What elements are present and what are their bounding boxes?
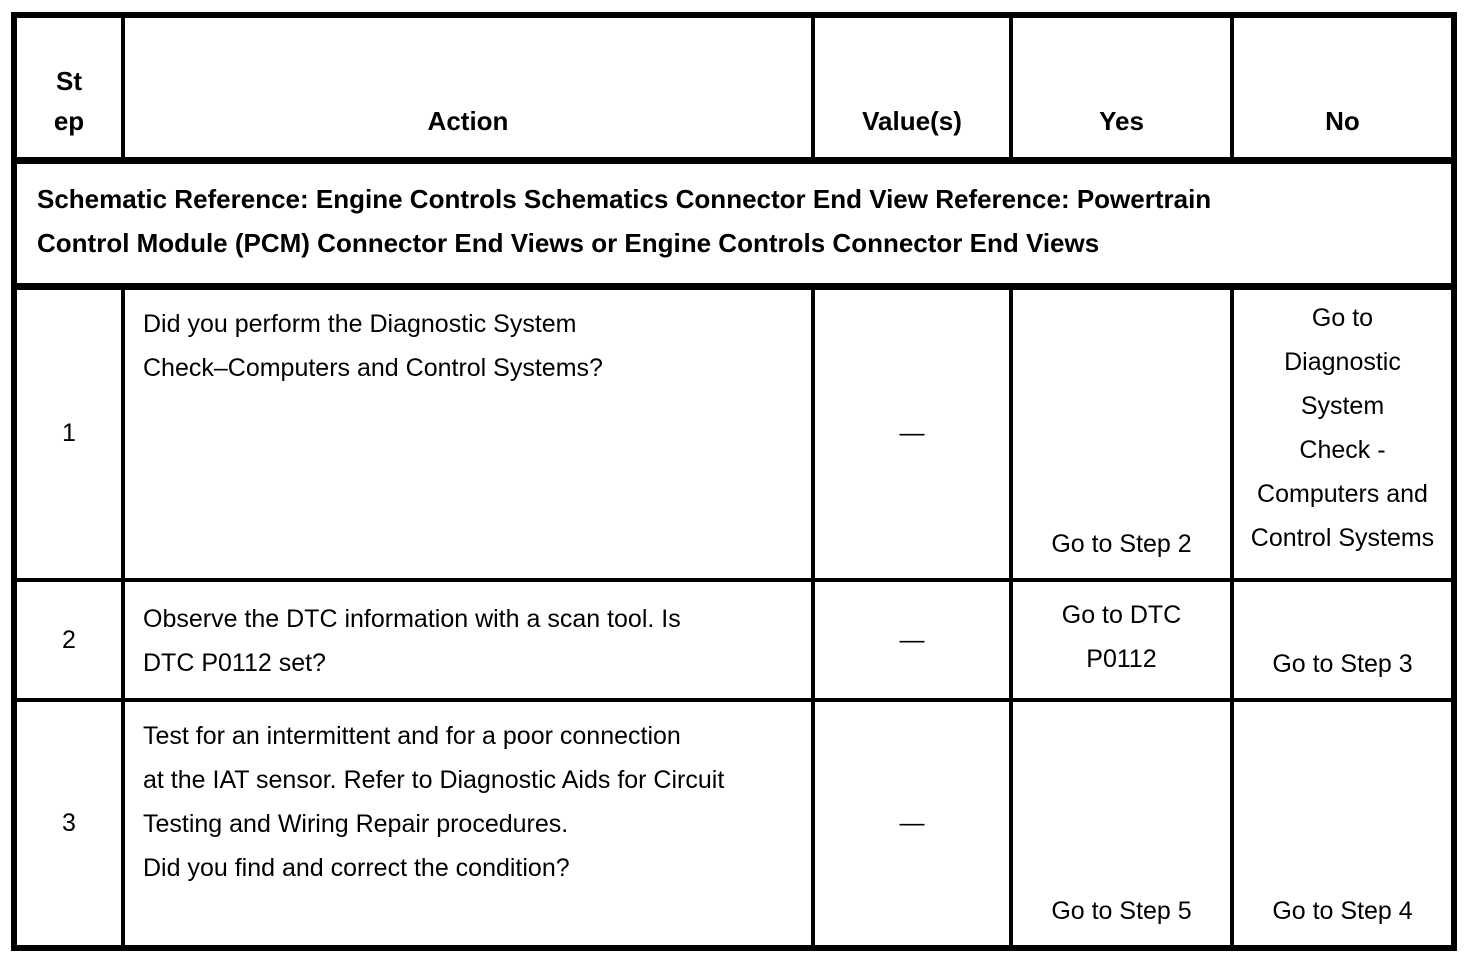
schematic-reference-text: Schematic Reference: Engine Controls Sch…	[12, 158, 1456, 290]
step-3-action: Test for an intermittent and for a poor …	[121, 698, 815, 950]
col-header-yes: Yes	[1009, 13, 1234, 164]
step-3-number: 3	[12, 698, 125, 950]
header-row: St ep Action Value(s) Yes No	[12, 13, 1456, 164]
step-2-action: Observe the DTC information with a scan …	[121, 578, 815, 702]
col-header-step: St ep	[12, 13, 125, 164]
col-header-no: No	[1230, 13, 1456, 164]
step-2-value: —	[811, 578, 1013, 702]
step-1-no-result: Go to Diagnostic System Check - Computer…	[1230, 284, 1456, 582]
step-2-yes-result: Go to DTC P0112	[1009, 578, 1234, 702]
step-3-no-result: Go to Step 4	[1230, 698, 1456, 950]
col-header-action: Action	[121, 13, 815, 164]
schematic-reference-row: Schematic Reference: Engine Controls Sch…	[12, 158, 1456, 290]
step-1-number: 1	[12, 284, 125, 582]
step-3-value: —	[811, 698, 1013, 950]
step-1-action: Did you perform the Diagnostic System Ch…	[121, 284, 815, 582]
step-1-yes-result: Go to Step 2	[1009, 284, 1234, 582]
table-row-step-3: 3 Test for an intermittent and for a poo…	[12, 698, 1456, 950]
step-3-yes-result: Go to Step 5	[1009, 698, 1234, 950]
diagnostic-table: St ep Action Value(s) Yes No Schematic R…	[11, 12, 1457, 951]
table-row-step-2: 2 Observe the DTC information with a sca…	[12, 578, 1456, 702]
table-row-step-1: 1 Did you perform the Diagnostic System …	[12, 284, 1456, 582]
step-2-no-result: Go to Step 3	[1230, 578, 1456, 702]
step-1-value: —	[811, 284, 1013, 582]
step-2-number: 2	[12, 578, 125, 702]
col-header-values: Value(s)	[811, 13, 1013, 164]
